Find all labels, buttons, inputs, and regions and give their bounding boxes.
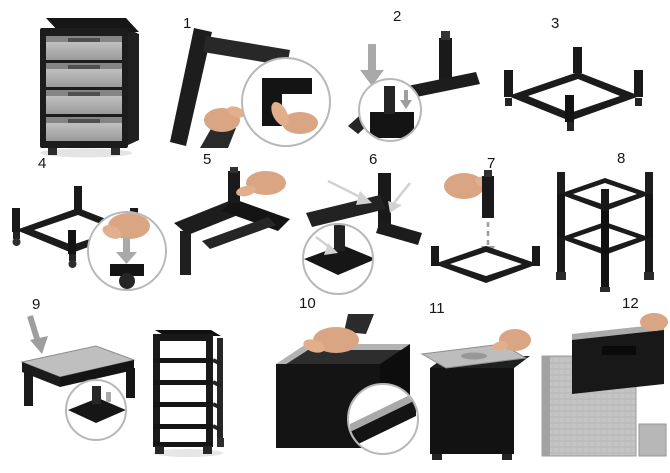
step-2-photo [342, 26, 482, 142]
step-3-photo [488, 32, 648, 147]
zoom-detail-circle [241, 57, 331, 147]
step-12-photo [538, 312, 668, 460]
zoom-detail-circle [358, 78, 422, 142]
down-arrow-icon [27, 315, 48, 354]
hand-icon [236, 171, 286, 197]
product-tower-graphic [40, 18, 139, 158]
step-8-number: 8 [617, 150, 626, 167]
step-5-photo [172, 167, 292, 289]
frame-leg [126, 368, 135, 398]
frame-post [439, 38, 452, 86]
frame-feet [155, 438, 224, 454]
step-3-number: 3 [551, 15, 560, 32]
frame-leg [24, 370, 33, 406]
insert-arrow-icon [327, 179, 411, 213]
frame-bar [376, 221, 422, 245]
frame-feet [556, 272, 654, 292]
drawer-part [638, 423, 667, 457]
frame-columns [557, 172, 653, 287]
corner-posts [504, 47, 643, 122]
step-9-frame-tower-photo [143, 318, 233, 458]
hand-icon [492, 329, 531, 351]
step-6-number: 6 [369, 151, 378, 168]
step-1-number: 1 [183, 15, 192, 32]
product-photo [26, 6, 146, 158]
zoom-detail-circle [87, 211, 167, 291]
down-arrow-icon [360, 44, 384, 86]
caster-wheels [48, 148, 120, 155]
tower-drawers [46, 36, 122, 141]
frame-post [378, 173, 391, 227]
step-2-number: 2 [393, 8, 402, 25]
shelf-rails [153, 358, 222, 447]
frame-column [217, 338, 223, 440]
step-4-number: 4 [38, 155, 47, 172]
caster-wheels [12, 232, 77, 268]
frame-post [482, 176, 494, 218]
cabinet-body [430, 368, 514, 454]
step-9-photo [8, 312, 143, 442]
hand-icon [640, 313, 668, 331]
step-6-photo [298, 167, 423, 297]
step-4-photo [8, 168, 168, 293]
step-8-photo [545, 162, 665, 292]
frame-column [206, 334, 213, 446]
step-7-photo [428, 168, 543, 292]
tower-side [126, 28, 139, 146]
step-12-number: 12 [622, 295, 639, 312]
zoom-detail-circle [302, 223, 374, 295]
step-11-photo [418, 318, 533, 460]
shadow [40, 148, 132, 158]
step-10-photo [262, 312, 422, 460]
hand-icon [303, 314, 374, 353]
step-10-number: 10 [299, 295, 316, 312]
hand-icon [200, 106, 245, 148]
frame-column [153, 334, 160, 446]
step-7-number: 7 [487, 155, 496, 172]
frame-feet [505, 98, 642, 131]
step-5-number: 5 [203, 151, 212, 168]
step-1-photo [170, 28, 335, 148]
frame-bar [170, 28, 212, 146]
frame-bar [306, 195, 386, 227]
zoom-detail-circle [65, 379, 127, 441]
frame-post [228, 171, 240, 203]
zoom-detail-circle [347, 383, 419, 455]
frame-bar [203, 36, 290, 66]
step-9-number: 9 [32, 296, 41, 313]
step-11-number: 11 [429, 300, 445, 317]
drawer-box [572, 324, 664, 394]
frame-bar [202, 217, 276, 249]
frame-leg [180, 231, 191, 275]
